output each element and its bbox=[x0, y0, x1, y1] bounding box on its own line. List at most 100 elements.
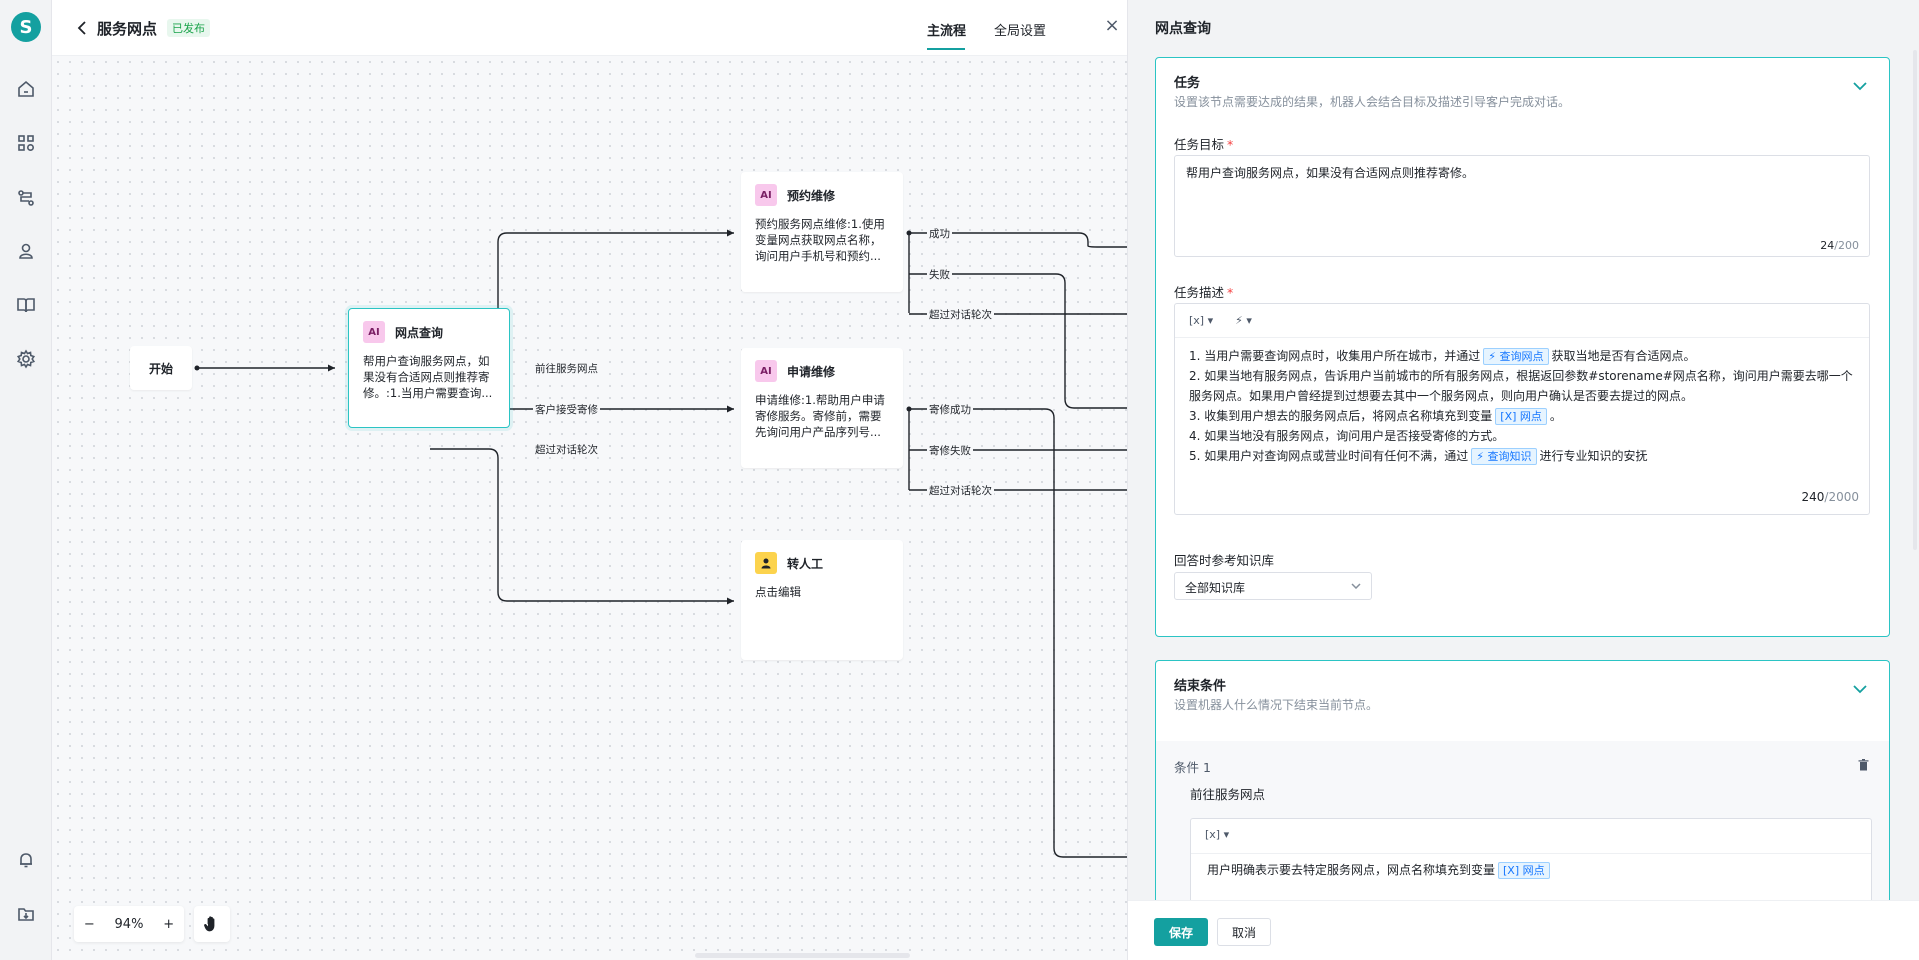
action-tag[interactable]: ⚡ 查询网点 bbox=[1483, 348, 1549, 365]
desc-line-3: 3. 收集到用户想去的服务网点后，将网点名称填充到变量[X] 网点。 bbox=[1189, 406, 1855, 426]
left-rail: S bbox=[0, 0, 52, 960]
node-config-panel: 网点查询 任务 设置该节点需要达成的结果，机器人会结合目标及描述引导客户完成对话… bbox=[1127, 0, 1919, 960]
desc-max: /2000 bbox=[1824, 490, 1859, 504]
horizontal-scrollbar[interactable] bbox=[695, 953, 910, 958]
task-goal-counter: 24/200 bbox=[1820, 239, 1859, 252]
task-desc-label-text: 任务描述 bbox=[1174, 285, 1225, 300]
app-logo[interactable]: S bbox=[11, 12, 41, 42]
condition-editor[interactable]: [x] ▾ 用户明确表示要去特定服务网点，网点名称填充到变量[X] 网点 bbox=[1190, 818, 1872, 908]
kb-label: 回答时参考知识库 bbox=[1174, 553, 1275, 568]
node-book-repair[interactable]: AI 预约维修 预约服务网点维修:1.使用变量网点获取网点名称，询问用户手机号和… bbox=[741, 172, 903, 292]
task-goal-textarea[interactable]: 帮用户查询服务网点，如果没有合适网点则推荐寄修。 24/200 bbox=[1174, 155, 1870, 257]
robot-icon[interactable] bbox=[16, 241, 36, 261]
trash-icon[interactable] bbox=[1858, 759, 1869, 774]
home-icon[interactable] bbox=[16, 79, 36, 99]
zoom-control: − 94% + bbox=[74, 906, 184, 942]
edge-label[interactable]: 前往服务网点 bbox=[533, 361, 600, 376]
condition-label: 条件 1 bbox=[1174, 760, 1211, 775]
bell-icon[interactable] bbox=[16, 850, 36, 870]
edge-label[interactable]: 超过对话轮次 bbox=[533, 442, 600, 457]
download-icon[interactable] bbox=[16, 904, 36, 924]
kb-select[interactable]: 全部知识库 bbox=[1174, 572, 1372, 600]
tab-global-settings[interactable]: 全局设置 bbox=[994, 24, 1047, 39]
node-description: 点击编辑 bbox=[755, 585, 801, 599]
node-title: 转人工 bbox=[787, 556, 824, 571]
task-card: 任务 设置该节点需要达成的结果，机器人会结合目标及描述引导客户完成对话。 任务目… bbox=[1155, 57, 1890, 637]
action-tag[interactable]: ⚡ 查询知识 bbox=[1471, 448, 1537, 465]
insert-variable-button[interactable]: [x] ▾ bbox=[1205, 828, 1230, 841]
pan-hand-icon[interactable] bbox=[194, 906, 230, 942]
task-desc-editor[interactable]: [x] ▾ ⚡ ▾ 1. 当用户需要查询网点时，收集用户所在城市，并通过⚡ 查询… bbox=[1174, 303, 1870, 515]
back-button[interactable] bbox=[74, 18, 90, 38]
edge-label[interactable]: 超过对话轮次 bbox=[927, 483, 994, 498]
end-condition-card: 结束条件 设置机器人什么情况下结束当前节点。 条件 1 前往服务网点 [x] ▾… bbox=[1155, 660, 1890, 908]
edge-label[interactable]: 寄修失败 bbox=[927, 443, 973, 458]
edge-label[interactable]: 超过对话轮次 bbox=[927, 307, 994, 322]
ai-icon: AI bbox=[755, 184, 777, 206]
person-icon bbox=[755, 552, 777, 574]
chevron-down-icon bbox=[1351, 583, 1361, 589]
node-title: 预约维修 bbox=[787, 188, 836, 203]
apps-icon[interactable] bbox=[16, 133, 36, 153]
desc-line-4: 4. 如果当地没有服务网点，询问用户是否接受寄修的方式。 bbox=[1189, 429, 1505, 443]
task-desc-counter: 240/2000 bbox=[1802, 490, 1860, 504]
desc-text: 获取当地是否有合适网点。 bbox=[1551, 349, 1696, 363]
save-button[interactable]: 保存 bbox=[1154, 918, 1208, 946]
zoom-in-button[interactable]: + bbox=[163, 916, 175, 932]
chevron-down-icon[interactable] bbox=[1853, 683, 1867, 694]
node-title: 申请维修 bbox=[787, 364, 836, 379]
task-desc-content: 1. 当用户需要查询网点时，收集用户所在城市，并通过⚡ 查询网点获取当地是否有合… bbox=[1189, 346, 1855, 466]
task-goal-label-text: 任务目标 bbox=[1174, 137, 1225, 152]
panel-footer: 保存 取消 bbox=[1128, 900, 1919, 960]
insert-variable-button[interactable]: [x] ▾ bbox=[1189, 314, 1214, 327]
node-header: 转人工 bbox=[755, 552, 823, 574]
flow-canvas[interactable]: 开始 AI 网点查询 帮用户查询服务网点，如果没有合适网点则推荐寄修。:1.当用… bbox=[52, 56, 1127, 960]
edge-label[interactable]: 客户接受寄修 bbox=[533, 402, 600, 417]
settings-icon[interactable] bbox=[16, 349, 36, 369]
zoom-level: 94% bbox=[114, 916, 144, 932]
node-description: 预约服务网点维修:1.使用变量网点获取网点名称，询问用户手机号和预约... bbox=[755, 217, 885, 263]
condition-name: 前往服务网点 bbox=[1190, 787, 1266, 802]
edge-label[interactable]: 寄修成功 bbox=[927, 402, 973, 417]
node-title: 网点查询 bbox=[395, 325, 444, 340]
node-start[interactable]: 开始 bbox=[130, 346, 192, 390]
node-mail-repair[interactable]: AI 申请维修 申请维修:1.帮助用户申请寄修服务。寄修前，需要先询问用户产品序… bbox=[741, 348, 903, 468]
close-icon[interactable]: × bbox=[1104, 15, 1120, 36]
edge-lines bbox=[194, 229, 1127, 858]
desc-text: 进行专业知识的安抚 bbox=[1539, 449, 1648, 463]
book-icon[interactable] bbox=[16, 295, 36, 315]
desc-text: 。 bbox=[1549, 409, 1562, 423]
edge-label[interactable]: 成功 bbox=[927, 226, 952, 241]
cancel-button[interactable]: 取消 bbox=[1217, 918, 1271, 946]
kb-select-value: 全部知识库 bbox=[1185, 581, 1246, 595]
desc-text: 3. 收集到用户想去的服务网点后，将网点名称填充到变量 bbox=[1189, 409, 1493, 423]
chevron-down-icon[interactable] bbox=[1853, 80, 1867, 91]
insert-action-button[interactable]: ⚡ ▾ bbox=[1235, 314, 1252, 327]
node-header: AI 网点查询 bbox=[363, 321, 443, 343]
desc-line-5: 5. 如果用户对查询网点或营业时间有任何不满，通过⚡ 查询知识进行专业知识的安抚 bbox=[1189, 446, 1855, 466]
goal-max: /200 bbox=[1834, 239, 1859, 252]
desc-line-1: 1. 当用户需要查询网点时，收集用户所在城市，并通过⚡ 查询网点获取当地是否有合… bbox=[1189, 346, 1855, 366]
flow-icon[interactable] bbox=[16, 188, 36, 208]
ai-icon: AI bbox=[363, 321, 385, 343]
editor-header: 服务网点 已发布 主流程 全局设置 × bbox=[52, 0, 1127, 56]
node-outlet-query[interactable]: AI 网点查询 帮用户查询服务网点，如果没有合适网点则推荐寄修。:1.当用户需要… bbox=[348, 308, 510, 428]
desc-text: 1. 当用户需要查询网点时，收集用户所在城市，并通过 bbox=[1189, 349, 1481, 363]
condition-text-content: 用户明确表示要去特定服务网点，网点名称填充到变量 bbox=[1207, 863, 1496, 877]
node-description: 帮用户查询服务网点，如果没有合适网点则推荐寄修。:1.当用户需要查询... bbox=[363, 354, 493, 400]
variable-tag[interactable]: [X] 网点 bbox=[1495, 408, 1547, 425]
panel-title: 网点查询 bbox=[1155, 21, 1211, 37]
node-transfer-human[interactable]: 转人工 点击编辑 bbox=[741, 540, 903, 660]
vertical-scrollbar[interactable] bbox=[1913, 50, 1917, 550]
logo-letter: S bbox=[19, 16, 33, 38]
variable-tag[interactable]: [X] 网点 bbox=[1498, 862, 1550, 879]
node-start-label: 开始 bbox=[148, 361, 173, 376]
task-goal-value: 帮用户查询服务网点，如果没有合适网点则推荐寄修。 bbox=[1186, 166, 1475, 180]
condition-block: 条件 1 前往服务网点 [x] ▾ 用户明确表示要去特定服务网点，网点名称填充到… bbox=[1156, 741, 1889, 908]
desc-toolbar: [x] ▾ ⚡ ▾ bbox=[1175, 304, 1869, 338]
zoom-out-button[interactable]: − bbox=[83, 916, 95, 932]
tab-main-flow[interactable]: 主流程 bbox=[927, 24, 967, 39]
task-desc-label: 任务描述* bbox=[1174, 285, 1234, 300]
active-tab-underline bbox=[927, 48, 965, 50]
edge-label[interactable]: 失败 bbox=[927, 267, 952, 282]
